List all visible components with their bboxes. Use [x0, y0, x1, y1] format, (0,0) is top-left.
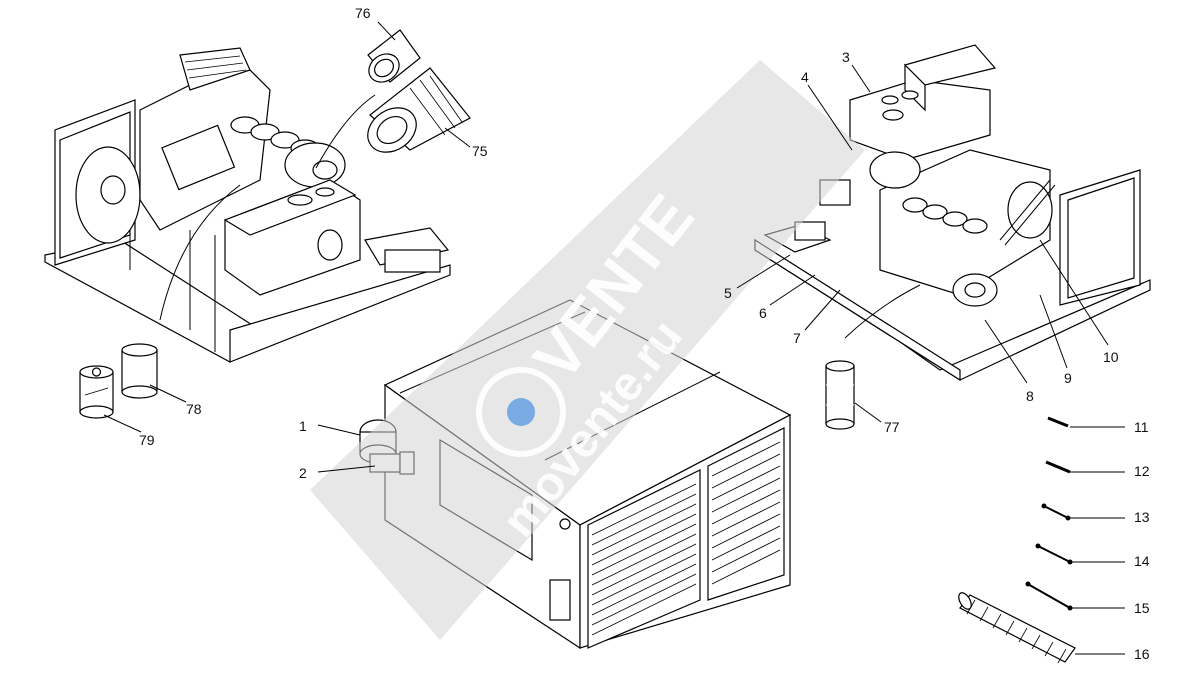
callout-8: 8 [1026, 388, 1034, 404]
callout-12: 12 [1134, 463, 1150, 479]
callout-78: 78 [186, 401, 202, 417]
air-filter-75 [367, 67, 471, 153]
callout-10: 10 [1103, 349, 1119, 365]
bolt-11 [1047, 416, 1069, 428]
callout-2: 2 [299, 465, 307, 481]
callout-11: 11 [1134, 419, 1149, 435]
rod-13 [1041, 503, 1071, 521]
callout-3: 3 [842, 49, 850, 65]
oil-filter-79 [79, 365, 114, 419]
air-filter-element-76 [367, 29, 421, 83]
callout-1: 1 [299, 418, 307, 434]
callout-79: 79 [139, 432, 155, 448]
watermark-logo-dot [507, 398, 535, 426]
watermark-logo-ring [476, 367, 566, 457]
callout-5: 5 [724, 285, 732, 301]
callout-76: 76 [355, 5, 371, 21]
rod-15 [1025, 581, 1073, 611]
generator-assembly-left [44, 47, 451, 363]
rod-14 [1035, 543, 1073, 565]
bolt-12 [1045, 460, 1071, 474]
callout-13: 13 [1134, 509, 1150, 525]
oil-filter-77 [825, 360, 855, 430]
callout-9: 9 [1064, 370, 1072, 386]
callout-6: 6 [759, 305, 767, 321]
callout-15: 15 [1134, 600, 1150, 616]
callout-14: 14 [1134, 553, 1150, 569]
callout-4: 4 [801, 69, 809, 85]
watermark: VENTE movente.ru [310, 60, 865, 640]
callout-16: 16 [1134, 646, 1150, 662]
callout-7: 7 [793, 330, 801, 346]
oil-filter-78 [121, 343, 158, 399]
callout-77: 77 [884, 419, 900, 435]
generator-assembly-right [754, 44, 1151, 382]
watermark-band [310, 60, 865, 640]
callout-labels: 76 75 3 4 5 6 7 8 9 10 78 79 77 1 2 11 1… [139, 5, 1150, 662]
corrugated-hose-16 [958, 592, 1076, 664]
callout-75: 75 [472, 143, 488, 159]
leader-lines [103, 21, 1125, 655]
